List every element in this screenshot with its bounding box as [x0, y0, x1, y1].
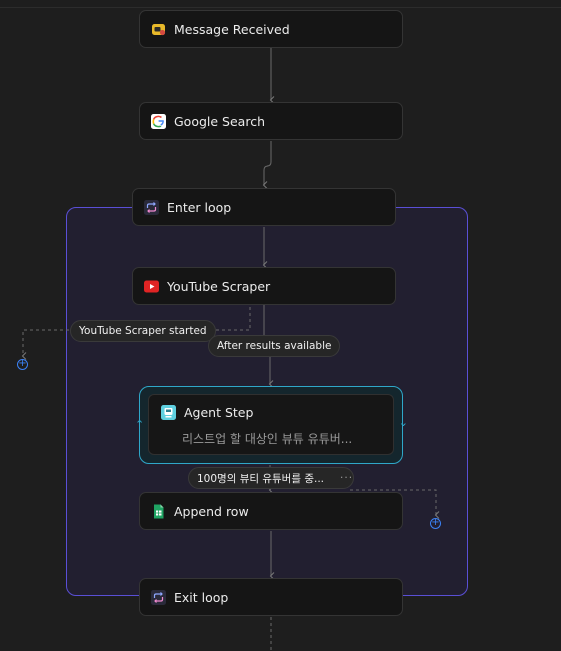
- loop-icon: [144, 199, 159, 215]
- node-exit-loop[interactable]: Exit loop: [139, 578, 403, 616]
- agent-step-card: Agent Step 리스트업 할 대상인 뷰튜 유튜버...: [148, 394, 394, 455]
- message-received-icon: [151, 22, 166, 37]
- agent-loop-up-arrow-icon: ⌃: [135, 418, 145, 431]
- canvas-top-divider: [0, 7, 561, 8]
- agent-step-description: 리스트업 할 대상인 뷰튜 유튜버...: [182, 432, 353, 446]
- google-icon: [151, 113, 166, 129]
- node-label: Enter loop: [167, 199, 232, 215]
- node-label: Agent Step: [184, 405, 254, 420]
- node-label: Exit loop: [174, 589, 229, 605]
- edge-label-text: YouTube Scraper started: [79, 325, 207, 337]
- node-enter-loop[interactable]: Enter loop: [132, 188, 396, 226]
- edge-label-text: After results available: [217, 340, 332, 352]
- edge-label-text: 100명의 뷰티 유튜버를 중...: [197, 472, 325, 485]
- edge-label-agent-output[interactable]: 100명의 뷰티 유튜버를 중... ···: [188, 467, 354, 489]
- node-label: YouTube Scraper: [167, 278, 271, 294]
- edge-google-to-enterloop: [262, 141, 272, 189]
- agent-icon: [161, 405, 176, 420]
- node-youtube-scraper[interactable]: YouTube Scraper: [132, 267, 396, 305]
- edge-agent-output-branch: [350, 489, 440, 519]
- node-agent-step[interactable]: ⌃ ⌄ Agent Step 리스트업 할 대상인 뷰튜 유튜버...: [135, 386, 408, 464]
- node-label: Google Search: [174, 113, 265, 129]
- more-options-icon[interactable]: ···: [340, 472, 354, 484]
- google-sheets-icon: [151, 504, 166, 519]
- plus-icon: +: [431, 517, 440, 528]
- edge-label-after-results[interactable]: After results available: [208, 335, 341, 357]
- add-step-button-right[interactable]: +: [430, 518, 441, 529]
- youtube-icon: [144, 279, 159, 294]
- plus-icon: +: [18, 358, 27, 369]
- node-google-search[interactable]: Google Search: [139, 102, 403, 140]
- loop-icon: [151, 589, 166, 605]
- node-label: Message Received: [174, 21, 290, 37]
- node-label: Append row: [174, 503, 249, 519]
- agent-loop-down-arrow-icon: ⌄: [398, 416, 408, 429]
- node-message-received[interactable]: Message Received: [139, 10, 403, 48]
- node-append-row[interactable]: Append row: [139, 492, 403, 530]
- edge-label-scraper-started[interactable]: YouTube Scraper started: [70, 320, 216, 342]
- add-step-button-left[interactable]: +: [17, 359, 28, 370]
